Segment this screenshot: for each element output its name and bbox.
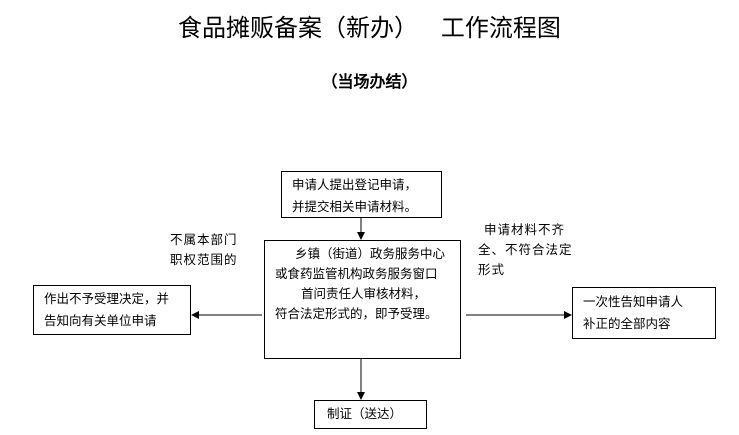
node-text: 首问责任人审核材料， — [301, 286, 427, 301]
node-text: 一次性告知申请人 — [583, 294, 684, 309]
label-text: 全、不符合法定 — [478, 242, 573, 257]
node-text: 作出不予受理决定，并 — [44, 291, 170, 306]
node-review: 乡镇（街道）政务服务中心 或食药监管机构政务服务窗口 首问责任人审核材料， 符合… — [264, 240, 461, 359]
node-issue: 制证（送达） — [314, 400, 427, 429]
page-subtitle: （当场办结） — [321, 72, 418, 91]
node-apply: 申请人提出登记申请， 并提交相关申请材料。 — [281, 171, 442, 218]
node-text: 并提交相关申请材料。 — [292, 199, 418, 214]
node-text: 符合法定形式的，即予受理。 — [275, 306, 438, 321]
label-text: 不属本部门 — [170, 232, 238, 247]
label-out-of-scope: 不属本部门 职权范围的 — [170, 230, 238, 270]
label-incomplete: 申请材料不齐 全、不符合法定 形式 — [478, 220, 573, 280]
label-text: 申请材料不齐 — [484, 222, 566, 237]
node-reject: 作出不予受理决定，并 告知向有关单位申请 — [33, 285, 191, 335]
node-text: 告知向有关单位申请 — [44, 313, 157, 328]
page-title: 食品摊贩备案（新办） 工作流程图 — [178, 14, 561, 42]
node-notify: 一次性告知申请人 补正的全部内容 — [572, 287, 716, 339]
node-text: 补正的全部内容 — [583, 316, 671, 331]
node-text: 制证（送达） — [327, 406, 403, 421]
node-text: 或食药监管机构政务服务窗口 — [275, 266, 438, 281]
label-text: 职权范围的 — [170, 252, 238, 267]
label-text: 形式 — [478, 262, 506, 277]
node-text: 乡镇（街道）政务服务中心 — [295, 246, 446, 261]
node-text: 申请人提出登记申请， — [292, 177, 418, 192]
